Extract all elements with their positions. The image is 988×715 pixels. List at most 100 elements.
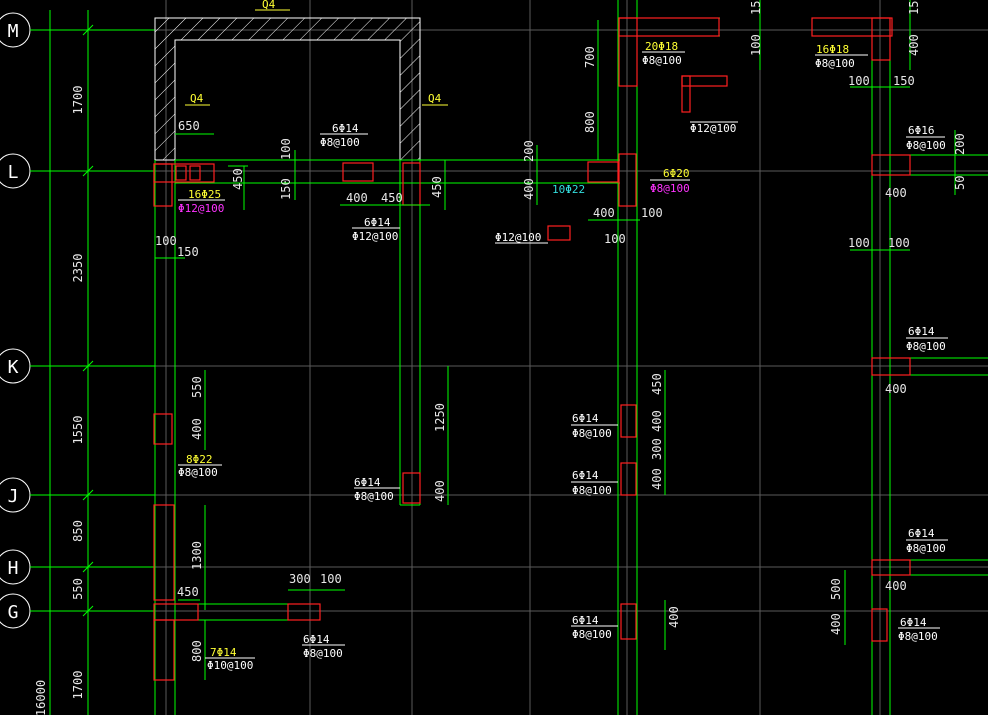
spec-tie: Φ8@100 <box>572 484 612 497</box>
spec-tie: Φ8@100 <box>178 466 218 479</box>
wall-label-left: Q4 <box>190 92 204 105</box>
dim-label: 150 <box>749 0 763 15</box>
dim-label: 100 <box>848 236 870 250</box>
dim-label: 100 <box>749 34 763 56</box>
axis-bubble-g: G <box>0 593 155 629</box>
spec-main: 6Φ14 <box>572 469 599 482</box>
dim-label: 300 <box>289 572 311 586</box>
spec-tie: Φ8@100 <box>650 182 690 195</box>
spec-main: 6Φ14 <box>354 476 381 489</box>
dim-label: 150 <box>279 178 293 200</box>
dimension-lines <box>155 0 956 680</box>
spec-main: 6Φ14 <box>303 633 330 646</box>
dim-label: 100 <box>279 138 293 160</box>
axis-label: L <box>8 162 19 183</box>
dim-label: 450 <box>381 191 403 205</box>
spec-tie: Φ8@100 <box>906 340 946 353</box>
spec-main: 6Φ20 <box>663 167 690 180</box>
rebar-specs: 16Φ25 Φ12@100 6Φ14 Φ8@100 6Φ14 Φ12@100 8… <box>178 40 948 672</box>
dim-label: 450 <box>177 585 199 599</box>
spec-main: 6Φ16 <box>908 124 935 137</box>
dim-label: 100 <box>888 236 910 250</box>
dim-label: 400 <box>885 186 907 200</box>
dim-label: 1300 <box>190 541 204 570</box>
spec-main: 6Φ14 <box>900 616 927 629</box>
dim-label: 450 <box>430 176 444 198</box>
dim-label: 450 <box>231 168 245 190</box>
axis-bubbles: M L K J H G <box>0 12 155 629</box>
dim-label: 400 <box>433 480 447 502</box>
dim-label: 400 <box>593 206 615 220</box>
spec-tie: Φ8@100 <box>906 542 946 555</box>
dim-label: 650 <box>178 119 200 133</box>
spec-main: 16Φ18 <box>816 43 849 56</box>
dim-label: 150 <box>893 74 915 88</box>
spec-tie: Φ10@100 <box>207 659 253 672</box>
spec-tie: Φ8@100 <box>906 139 946 152</box>
dim-label: 100 <box>155 234 177 248</box>
dim-label: 200 <box>953 133 967 155</box>
dimension-labels: 650 450 100 150 100 150 400 450 450 550 … <box>155 0 967 662</box>
spec-main: 6Φ14 <box>364 216 391 229</box>
dim-label: 150 <box>907 0 921 15</box>
spec-tie: Φ8@100 <box>303 647 343 660</box>
dim-label: 400 <box>190 418 204 440</box>
dim-label: 150 <box>177 245 199 259</box>
spec-tie: Φ8@100 <box>642 54 682 67</box>
dim-label: 700 <box>583 46 597 68</box>
dim-label: 400 <box>885 579 907 593</box>
dim-1700-bottom: 1700 <box>71 671 85 700</box>
dim-1550: 1550 <box>71 416 85 445</box>
spec-tie: Φ8@100 <box>354 490 394 503</box>
wall-label-right: Q4 <box>428 92 442 105</box>
wall-q4: Q4 Q4 Q4 <box>154 0 620 715</box>
dim-label: 100 <box>320 572 342 586</box>
spec-main: 6Φ14 <box>572 412 599 425</box>
wall-label-top: Q4 <box>262 0 276 11</box>
dim-label: 800 <box>583 111 597 133</box>
axis-label: H <box>8 558 19 579</box>
dim-label: 800 <box>190 640 204 662</box>
spec-main: 8Φ22 <box>186 453 213 466</box>
spec-main: 10Φ22 <box>552 183 585 196</box>
spec-tie: Φ8@100 <box>898 630 938 643</box>
axis-label: M <box>8 21 19 42</box>
dim-1700: 1700 <box>71 86 85 115</box>
spec-main: 6Φ14 <box>908 527 935 540</box>
axis-bubble-l: L <box>0 153 155 189</box>
axis-label: J <box>8 486 19 507</box>
axis-bubble-j: J <box>0 477 155 513</box>
dim-label: 500 <box>829 578 843 600</box>
dim-label: 400 <box>885 382 907 396</box>
dim-label: 400 <box>522 178 536 200</box>
spec-tie: Φ8@100 <box>572 427 612 440</box>
axis-label: G <box>8 602 19 623</box>
dim-label: 400 <box>907 34 921 56</box>
dim-label: 400 <box>667 606 681 628</box>
dim-16000-total: 16000 <box>34 680 48 715</box>
dim-label: 300 <box>650 438 664 460</box>
spec-tie: Φ12@100 <box>178 202 224 215</box>
spec-main: 20Φ18 <box>645 40 678 53</box>
dim-label: 1250 <box>433 403 447 432</box>
beams <box>175 0 988 715</box>
dim-label: 400 <box>650 410 664 432</box>
dim-label: 400 <box>346 191 368 205</box>
dim-label: 100 <box>848 74 870 88</box>
left-dimension-chain: 1700 2350 1550 850 550 1700 16000 <box>34 10 94 715</box>
dim-label: 400 <box>829 613 843 635</box>
spec-main: 6Φ14 <box>908 325 935 338</box>
spec-tie: Φ12@100 <box>690 122 736 135</box>
axis-label: K <box>8 357 19 378</box>
spec-tie: Φ8@100 <box>815 57 855 70</box>
spec-tie: Φ8@100 <box>320 136 360 149</box>
dim-label: 200 <box>522 140 536 162</box>
spec-tie: Φ8@100 <box>572 628 612 641</box>
spec-tie: Φ12@100 <box>352 230 398 243</box>
spec-main: 6Φ14 <box>332 122 359 135</box>
dim-label: 100 <box>604 232 626 246</box>
dim-label: 100 <box>641 206 663 220</box>
axis-bubble-k: K <box>0 348 155 384</box>
axis-bubble-h: H <box>0 549 155 585</box>
